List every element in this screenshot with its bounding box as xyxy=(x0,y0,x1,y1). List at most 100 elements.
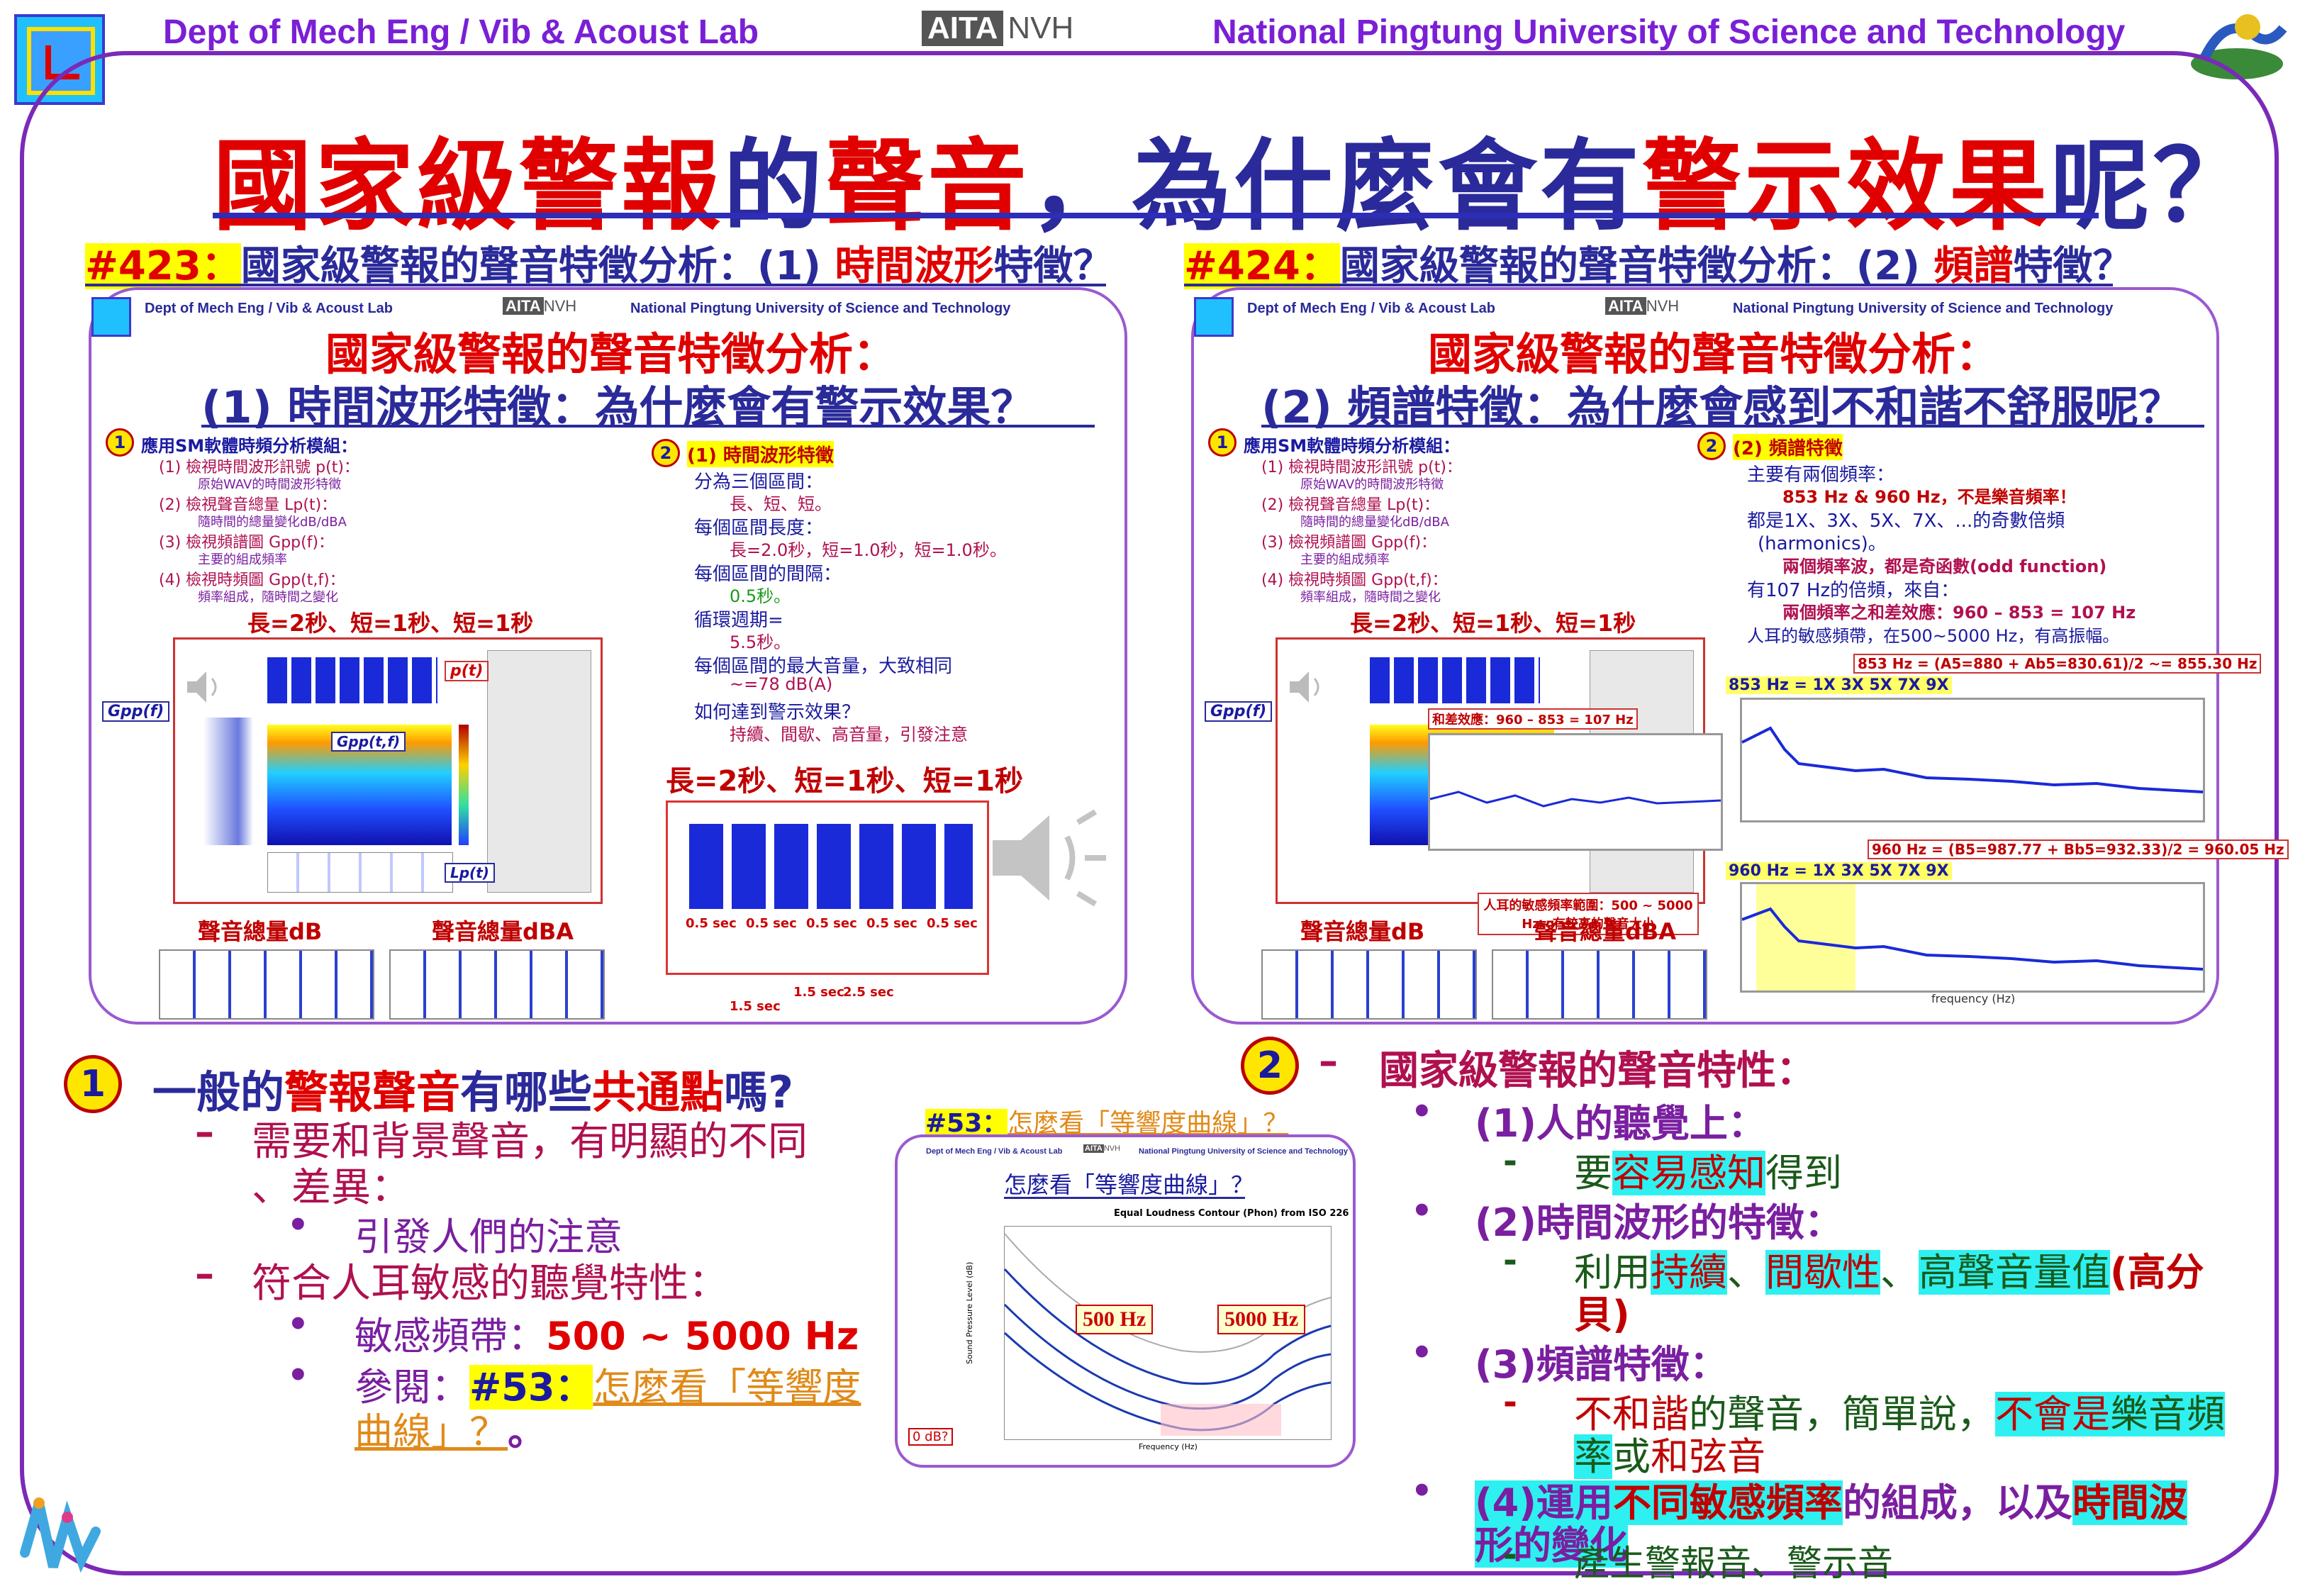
thumb-header-dept: Dept of Mech Eng / Vib & Acoust Lab xyxy=(1247,301,1496,316)
i4-d: 時間波 xyxy=(2072,1480,2187,1525)
panel2-item-1: (1)人的聽覺上： xyxy=(1475,1101,1766,1146)
thumb-left-waveform-zoom: 0.5 sec 0.5 sec 0.5 sec 0.5 sec 0.5 sec xyxy=(666,800,989,975)
sens-band-label: 敏感頻帶： xyxy=(355,1314,546,1358)
thumb-right-b1-item-2: (2) 檢視聲音總量 Lp(t)： xyxy=(1261,496,1440,514)
i2-sub-d: 間歇性 xyxy=(1765,1250,1880,1295)
thumb-right-b1-title: 應用SM軟體時頻分析模組： xyxy=(1244,436,1461,456)
section-423-text: 國家級警報的聲音特徵分析：(1) xyxy=(240,243,835,289)
ref53-500hz-label: 500 Hz xyxy=(1076,1305,1154,1334)
thumb-right-b2-item-3: (harmonics)。 xyxy=(1758,533,1887,554)
thumb-left-speaker-icon[interactable] xyxy=(184,666,226,708)
thumb-left-b2-item-10: 如何達到警示效果？ xyxy=(694,702,861,723)
thumb-left-b1-item-0: (1) 檢視時間波形訊號 p(t)： xyxy=(159,459,359,476)
thumb-aita: AITA xyxy=(1605,297,1646,315)
thumbnail-slide-424[interactable]: Dept of Mech Eng / Vib & Acoust Lab AITA… xyxy=(1191,287,2289,1025)
i2-sub-e: 、 xyxy=(1880,1250,1919,1295)
thumb-right-dba-label: 聲音總量dBA xyxy=(1534,918,1677,945)
ref-53-num[interactable]: #53： xyxy=(469,1365,593,1410)
thumb-left-b1-item-2: (2) 檢視聲音總量 Lp(t)： xyxy=(159,496,337,514)
thumb-left-colorbar xyxy=(459,725,469,845)
thumb-left-lp-label: Lp(t) xyxy=(445,863,495,883)
main-frame xyxy=(20,51,2279,1575)
thumb-left-b1-item-1: 原始WAV的時間波形特徵 xyxy=(198,477,342,492)
thumb-lab-logo xyxy=(1194,297,1234,337)
panel1-line-2-sub2: 參閱：#53：怎麼看「等響度 xyxy=(355,1356,861,1412)
thumb-right-b1-item-7: 頻率組成，隨時間之變化 xyxy=(1300,590,1441,605)
section-423-tail: 特徵？ xyxy=(993,243,1113,289)
thumb-left-b2-item-1: 長、短、短。 xyxy=(730,494,832,514)
panel2-item-2-sub: 利用持續、間歇性、高聲音量值(高分 xyxy=(1574,1241,2204,1297)
dur-label-1: 1.5 sec xyxy=(793,985,844,1000)
ref53-thumb-title: 怎麼看「等響度曲線」？ xyxy=(1004,1171,1254,1198)
thumb-right-b1-item-6: (4) 檢視時頻圖 Gpp(t,f)： xyxy=(1261,571,1448,589)
thumb-left-b2-item-5: 0.5秒。 xyxy=(730,586,791,606)
section-424-hl: 頻譜 xyxy=(1933,243,2014,289)
thumb-left-b2-item-3: 長=2.0秒，短=1.0秒，短=1.0秒。 xyxy=(730,540,1007,560)
i4-c: 的組成，以及 xyxy=(1842,1480,2072,1525)
thumb-left-b1-title: 應用SM軟體時頻分析模組： xyxy=(141,436,358,456)
thumb-header-dept: Dept of Mech Eng / Vib & Acoust Lab xyxy=(145,301,394,316)
ref53-title-underline xyxy=(1004,1197,1245,1199)
i4-a: (4)運用 xyxy=(1475,1480,1613,1525)
ref53-nvh: NVH xyxy=(1103,1144,1121,1153)
thumb-right-b1-item-5: 主要的組成頻率 xyxy=(1300,552,1390,567)
thumb-right-b2-item-4: 兩個頻率波，都是奇函數(odd function) xyxy=(1782,557,2107,576)
ref-53-link-2[interactable]: 曲線」？ xyxy=(355,1410,508,1454)
thumb-right-b1-item-4: (3) 檢視頻譜圖 Gpp(f)： xyxy=(1261,534,1437,552)
thumb-right-b1-item-3: 隨時間的總量變化dB/dBA xyxy=(1300,515,1449,530)
i1-sub-b: 容易感知 xyxy=(1612,1151,1765,1195)
section-424-text: 國家級警報的聲音特徵分析：(2) xyxy=(1339,243,1934,289)
ref53-chart: 500 Hz 5000 Hz xyxy=(1003,1226,1332,1440)
sens-band-value: 500 ~ 5000 Hz xyxy=(546,1314,859,1358)
i1-sub-c: 得到 xyxy=(1765,1151,1842,1195)
thumb-left-lp-plot xyxy=(267,852,453,893)
thumb-lab-logo xyxy=(91,297,131,337)
thumb-right-diff: 和差效應：960 – 853 = 107 Hz xyxy=(1428,708,1638,730)
section-423-heading: #423：國家級警報的聲音特徵分析：(1) 時間波形特徵？ xyxy=(85,234,1112,291)
panel2-item-3-sub: 不和諧的聲音，簡單說，不會是樂音頻 xyxy=(1574,1383,2225,1439)
i2-sub-a: 利用 xyxy=(1574,1250,1651,1295)
thumb-left-b2-item-0: 分為三個區間： xyxy=(694,471,824,493)
thumb-left-dba-label: 聲音總量dBA xyxy=(432,918,574,945)
thumbnail-slide-423[interactable]: Dept of Mech Eng / Vib & Acoust Lab AITA… xyxy=(89,287,1127,1025)
speaker-icon[interactable] xyxy=(978,801,1120,915)
ref-53-link[interactable]: 怎麼看「等響度 xyxy=(593,1365,861,1410)
thumb-left-db-plot xyxy=(159,949,374,1020)
thumb-left-b2-item-9: ~=78 dB(A) xyxy=(730,674,833,694)
thumb-left-title-underline xyxy=(201,425,1095,428)
thumb-left-b1-item-5: 主要的組成頻率 xyxy=(198,552,287,567)
panel1-q-b: 警報聲音 xyxy=(284,1066,461,1118)
thumb-right-b1-item-0: (1) 檢視時間波形訊號 p(t)： xyxy=(1261,459,1462,476)
thumb-right-sens: 人耳的敏感頻率範圍：500 ~ 5000 Hz，有較高的聲音大小 xyxy=(1478,893,1699,935)
thumb-right-title-underline xyxy=(1261,425,2204,428)
thumb-header-univ: National Pingtung University of Science … xyxy=(630,301,1011,316)
ref53-header-right: National Pingtung University of Science … xyxy=(1139,1147,1349,1156)
title-part-4: ，為什麼會有 xyxy=(1029,129,1643,245)
panel1-q-d: 共通點 xyxy=(592,1066,725,1118)
section-424-heading: #424：國家級警報的聲音特徵分析：(2) 頻譜特徵？ xyxy=(1184,234,2132,291)
panel2-item-3-sub-2: 率或和弦音 xyxy=(1574,1425,1765,1481)
title-underline xyxy=(213,213,2099,218)
thumb-right-pattern: 長=2秒、短=1秒、短=1秒 xyxy=(1350,610,1636,637)
i1-sub-a: 要 xyxy=(1574,1151,1612,1195)
panel1-bullet-2: • xyxy=(287,1305,309,1344)
ref53-text[interactable]: 怎麼看「等響度曲線」？ xyxy=(1008,1109,1289,1138)
title-part-5: 警示效果 xyxy=(1642,129,2051,245)
thumb-right-speaker-icon[interactable] xyxy=(1286,666,1329,708)
panel2-bullet-4: • xyxy=(1411,1471,1433,1511)
panel2-dash-3: - xyxy=(1503,1383,1517,1422)
panel1-bullet-1: • xyxy=(287,1205,309,1245)
thumb-right-f853: 853 Hz = (A5=880 + Ab5=830.61)/2 ~= 855.… xyxy=(1853,654,2262,674)
ref53-zero-db: 0 dB? xyxy=(908,1428,953,1446)
i3-sub-e: 率 xyxy=(1574,1434,1612,1479)
thumb-right-b1-item-1: 原始WAV的時間波形特徵 xyxy=(1300,477,1444,492)
i3-sub-c: 不會是 xyxy=(1995,1392,2110,1436)
ref-53-tail: 。 xyxy=(508,1410,546,1454)
thumb-right-badge-2: 2 xyxy=(1697,432,1726,460)
panel1-line-1b: 、差異： xyxy=(252,1165,411,1211)
section-424-num: #424： xyxy=(1184,243,1340,289)
ref53-heading: #53：怎麼看「等響度曲線」？ xyxy=(925,1103,1288,1139)
ref53-thumbnail[interactable]: Dept of Mech Eng / Vib & Acoust Lab AITA… xyxy=(895,1134,1356,1468)
